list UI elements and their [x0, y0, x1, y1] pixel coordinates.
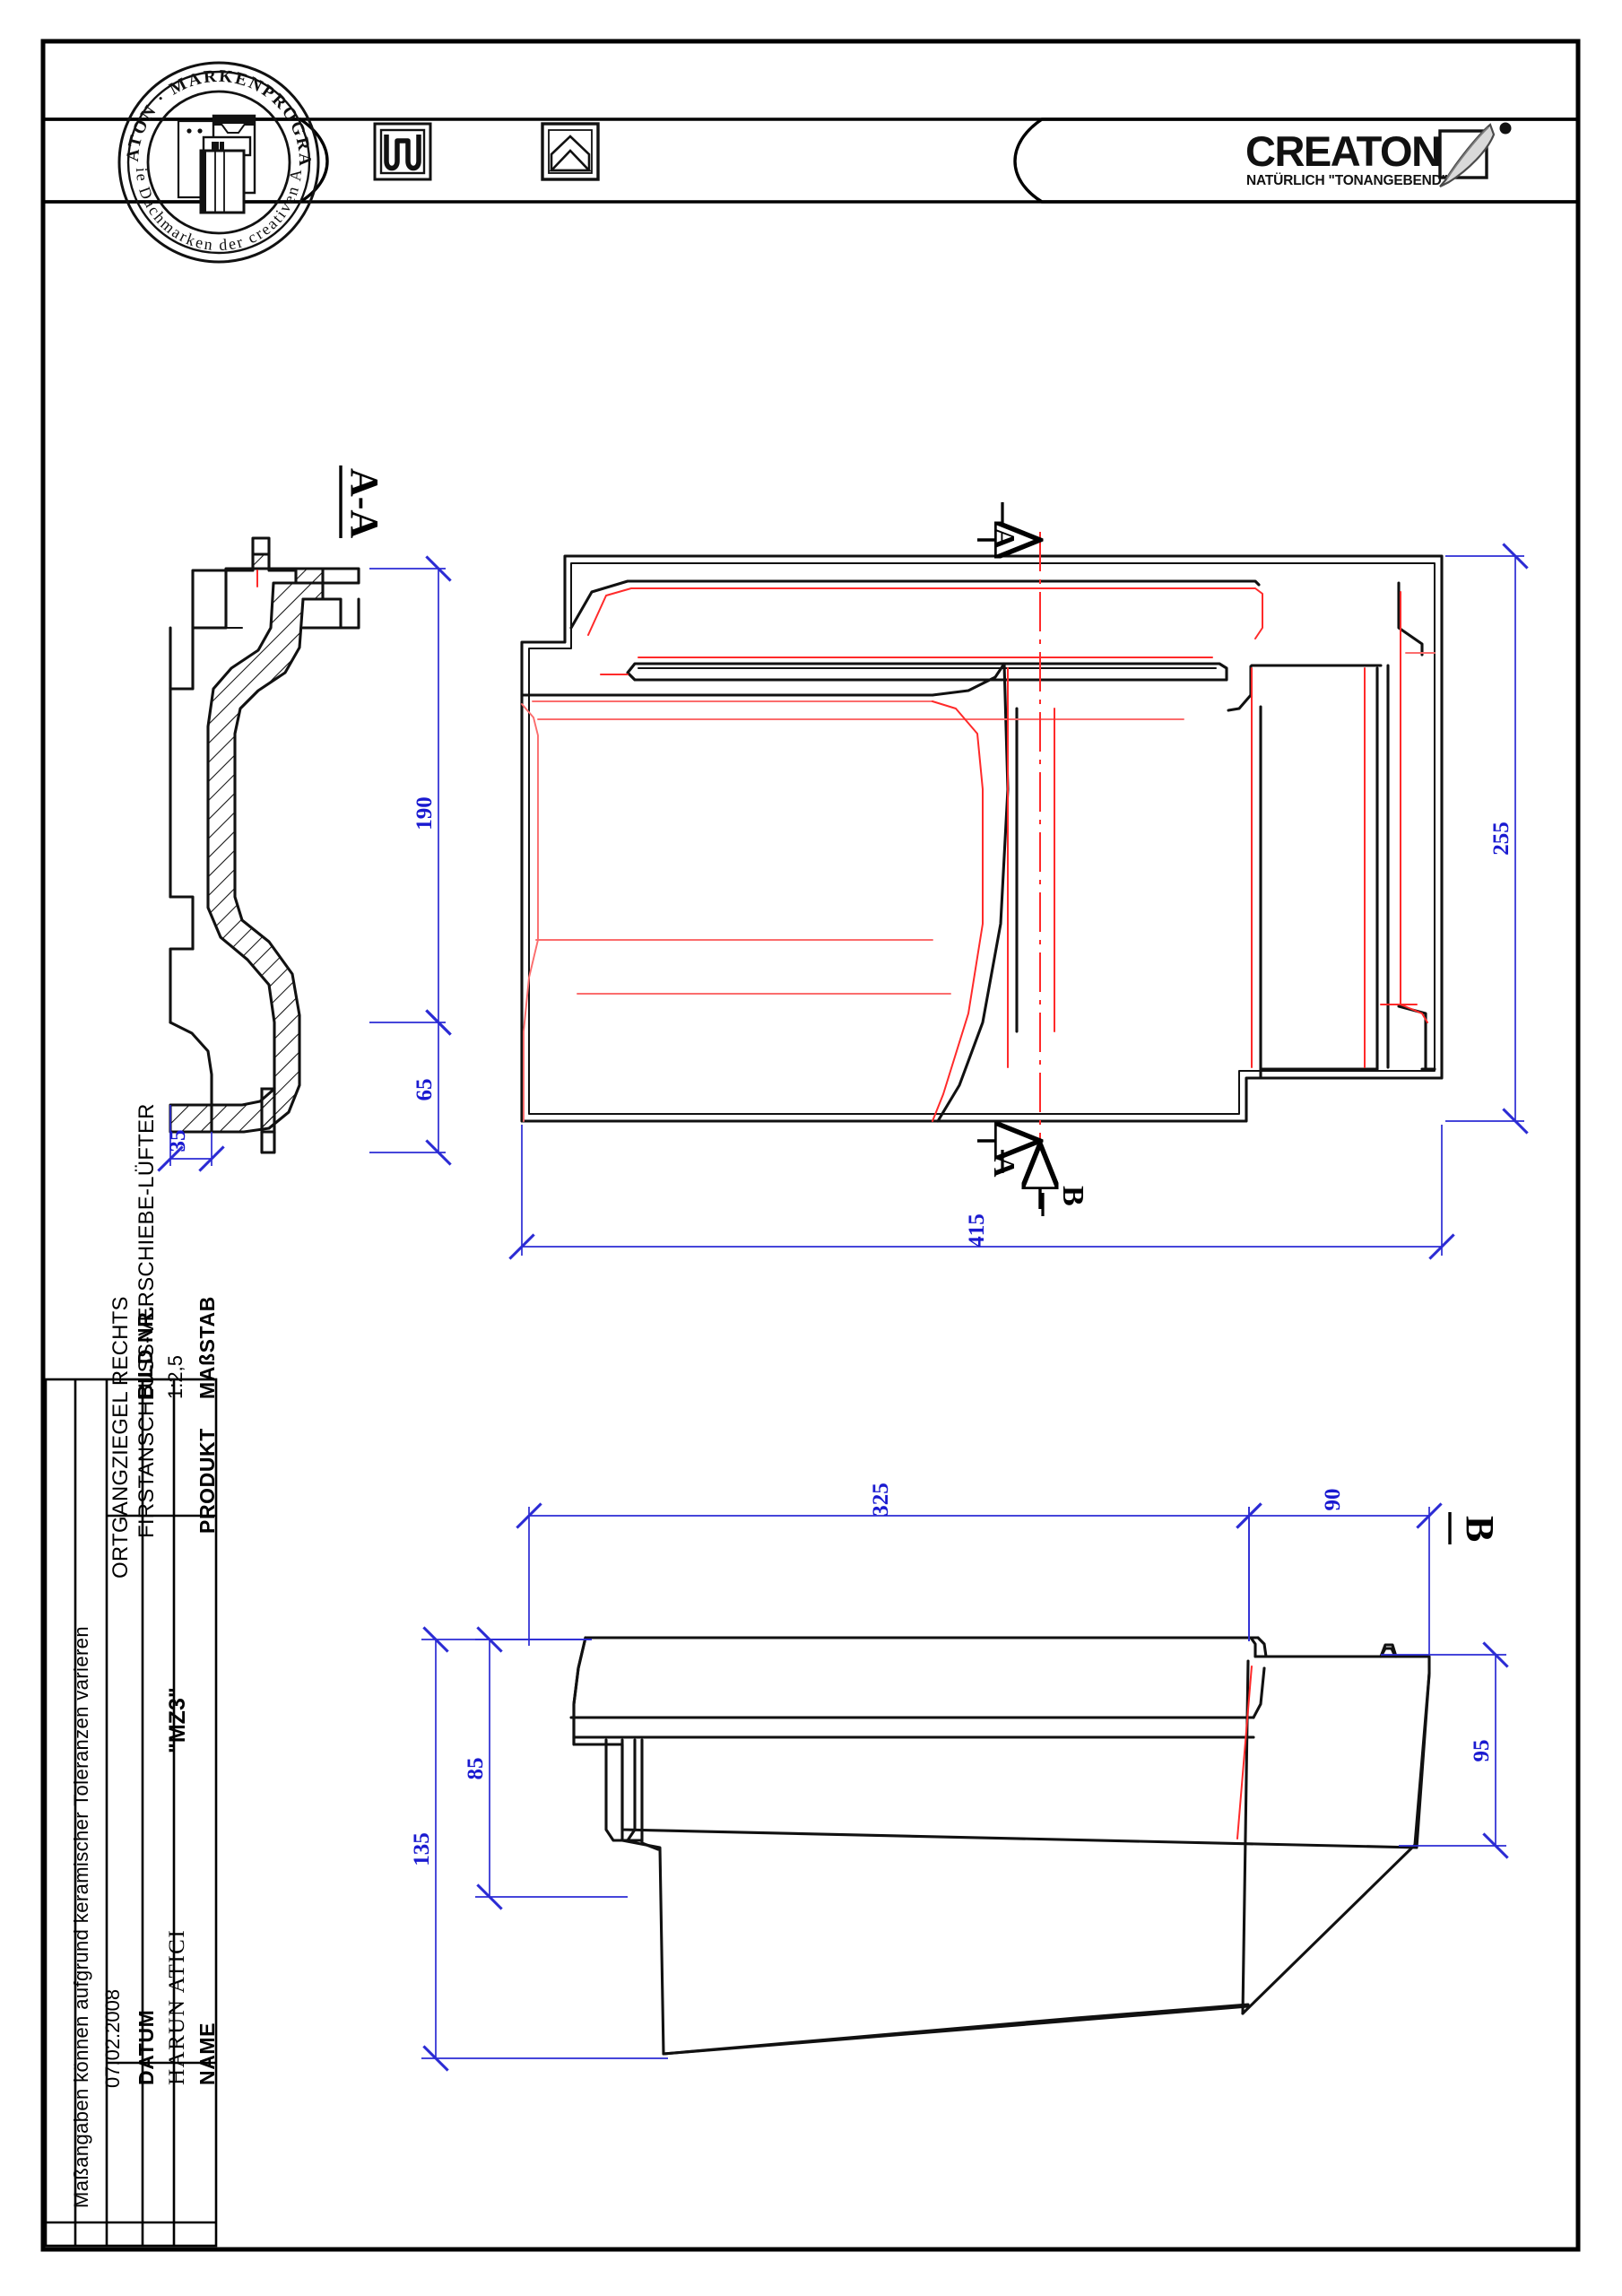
tb-value-scale: 1:2,5 — [164, 1355, 186, 1399]
header-band-cutouts — [43, 117, 1578, 204]
dim-85: 85 — [464, 1758, 488, 1780]
section-bb-label: B — [1458, 1516, 1502, 1542]
section-aa-profile — [169, 536, 360, 1154]
creaton-tagline: NATÜRLICH "TONANGEBEND" — [1246, 173, 1448, 188]
view-section-bb: B 325 90 135 — [410, 1483, 1509, 2072]
tb-header-name: NAME — [195, 2022, 219, 2085]
seal-roof-tile-emblem — [177, 114, 256, 214]
dim-90: 90 — [1321, 1489, 1345, 1511]
view-section-aa: A-A — [157, 465, 452, 1172]
bb-dim-95: 95 — [1381, 1641, 1509, 1859]
tb-tolerance-note: Maßangaben können aufgrund keramischer T… — [70, 1626, 92, 2208]
tb-value-product: "MZ3" — [165, 1687, 190, 1753]
section-mark-b-bottom: B — [1040, 1144, 1089, 1216]
creaton-markenprogramm-seal: CREATON · MARKENPROGRAMM Die Dachmarken … — [117, 61, 320, 264]
section-mark-a-top-label: A — [987, 527, 1020, 550]
view-plan: A A B 255 — [508, 502, 1529, 1260]
creaton-wordmark: CREATON — [1245, 127, 1441, 175]
dim-95: 95 — [1470, 1740, 1494, 1762]
tb-value-name: HARUN ATICI — [165, 1928, 189, 2085]
section-mark-a-bottom: A — [977, 1141, 1040, 1178]
pfleiderer-chevron-logo-icon — [541, 122, 600, 181]
tb-header-scale: MAßSTAB — [195, 1296, 219, 1399]
meindl-m-logo-icon — [373, 122, 432, 181]
tb-product-desc-2: ORTGANGZIEGEL RECHTS — [108, 1296, 133, 1578]
tb-value-date: 07.02.2008 — [101, 1988, 124, 2088]
section-aa-label: A-A — [343, 468, 386, 538]
bb-dim-85: 85 — [464, 1626, 628, 1910]
dim-65: 65 — [412, 1079, 437, 1101]
tb-header-product: PRODUKT — [195, 1428, 219, 1534]
plan-dim-415: 415 — [508, 1125, 1455, 1260]
dim-190: 190 — [412, 796, 437, 831]
section-bb-label-group: B — [1448, 1512, 1502, 1544]
tb-product-desc-1: FIRSTANSCHLUSS-VERSCHIEBE-LÜFTER — [134, 1103, 159, 1538]
bb-dim-325: 325 — [516, 1483, 1262, 1646]
creaton-logo: CREATON NATÜRLICH "TONANGEBEND" — [1245, 122, 1512, 188]
dim-255: 255 — [1489, 822, 1514, 856]
plan-dim-255: 255 — [1445, 543, 1529, 1135]
section-mark-b-bottom-label: B — [1056, 1186, 1089, 1206]
section-mark-a-top: A — [977, 502, 1040, 550]
dim-135: 135 — [410, 1832, 434, 1866]
section-aa-dimensions: 190 65 35 — [157, 555, 452, 1172]
bb-dim-90: 90 — [1236, 1489, 1443, 1655]
dim-35: 35 — [166, 1130, 190, 1152]
creaton-feather-icon — [1439, 122, 1512, 187]
dim-415: 415 — [965, 1213, 989, 1248]
bb-dim-135: 135 — [410, 1626, 668, 2072]
dim-325: 325 — [869, 1483, 893, 1517]
plan-construction-lines — [521, 587, 1436, 1122]
tb-header-date: DATUM — [134, 2009, 158, 2085]
title-block — [44, 1378, 218, 2248]
section-aa-solid — [169, 552, 325, 1134]
